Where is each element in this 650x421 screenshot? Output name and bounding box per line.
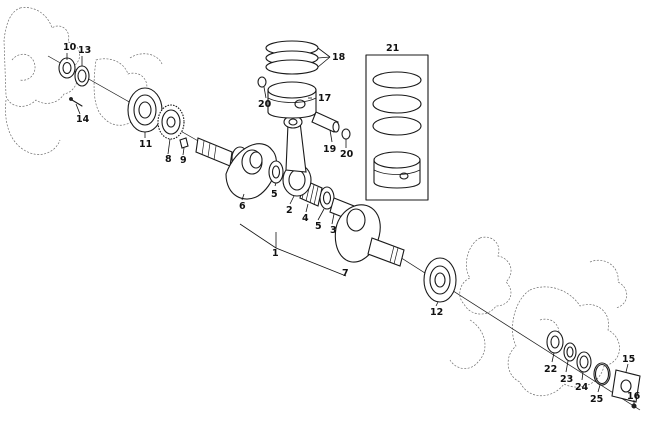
- label-part-14: 14: [76, 114, 90, 125]
- piston: [267, 81, 317, 119]
- label-part-18: 18: [332, 52, 346, 63]
- left-seal-assembly: [58, 57, 90, 87]
- dowel-pin: [69, 97, 83, 107]
- right-oring: [593, 362, 611, 386]
- label-part-11: 11: [139, 139, 152, 150]
- label-part-16: 16: [627, 391, 641, 402]
- label-part-1: 1: [272, 248, 279, 259]
- label-part-2: 2: [286, 205, 293, 216]
- piston-pin-clip-upper: [257, 76, 267, 88]
- label-part-4: 4: [302, 213, 309, 224]
- label-part-15: 15: [622, 354, 635, 365]
- label-part-3: 3: [330, 225, 337, 236]
- crankcase-left-outline: [3, 7, 163, 155]
- label-part-22: 22: [544, 364, 557, 375]
- crankshaft-right-half: [334, 204, 405, 267]
- part-labels: 10 13 14 11 8 9 6 5 2 4 5 3 1 7 20 17 18…: [63, 42, 641, 405]
- connecting-rod: [282, 115, 312, 197]
- screw: [631, 403, 637, 409]
- label-part-6: 6: [239, 201, 246, 212]
- label-part-20-lower: 20: [340, 149, 354, 160]
- crankcase-right-outline: [449, 236, 628, 397]
- label-part-20-upper: 20: [258, 99, 272, 110]
- label-part-7: 7: [342, 268, 349, 279]
- leader-lines: [66, 47, 635, 404]
- label-part-24: 24: [575, 382, 589, 393]
- label-part-13: 13: [78, 45, 91, 56]
- piston-pin: [311, 111, 340, 133]
- timing-gear: [157, 104, 185, 140]
- label-part-10: 10: [63, 42, 77, 53]
- label-part-19: 19: [323, 144, 336, 155]
- label-part-25: 25: [590, 394, 603, 405]
- piston-kit-box: [365, 54, 429, 201]
- left-main-bearing: [127, 87, 163, 133]
- right-seal: [576, 351, 592, 373]
- piston-rings: [265, 40, 319, 75]
- label-part-23: 23: [560, 374, 573, 385]
- right-bearing-small: [546, 330, 564, 354]
- label-part-21: 21: [386, 43, 399, 54]
- label-part-9: 9: [180, 155, 187, 166]
- label-part-12: 12: [430, 307, 443, 318]
- crankshaft-left-half: [195, 137, 277, 200]
- cover-plate: [611, 369, 641, 403]
- label-part-5-right: 5: [315, 221, 322, 232]
- right-spacer: [563, 342, 577, 362]
- label-part-17: 17: [318, 93, 331, 104]
- label-part-8: 8: [165, 154, 172, 165]
- right-main-bearing: [423, 257, 457, 303]
- piston-pin-clip-lower: [341, 128, 351, 140]
- thrust-washer-left: [268, 160, 284, 184]
- label-part-5-left: 5: [271, 189, 278, 200]
- woodruff-key: [179, 137, 189, 149]
